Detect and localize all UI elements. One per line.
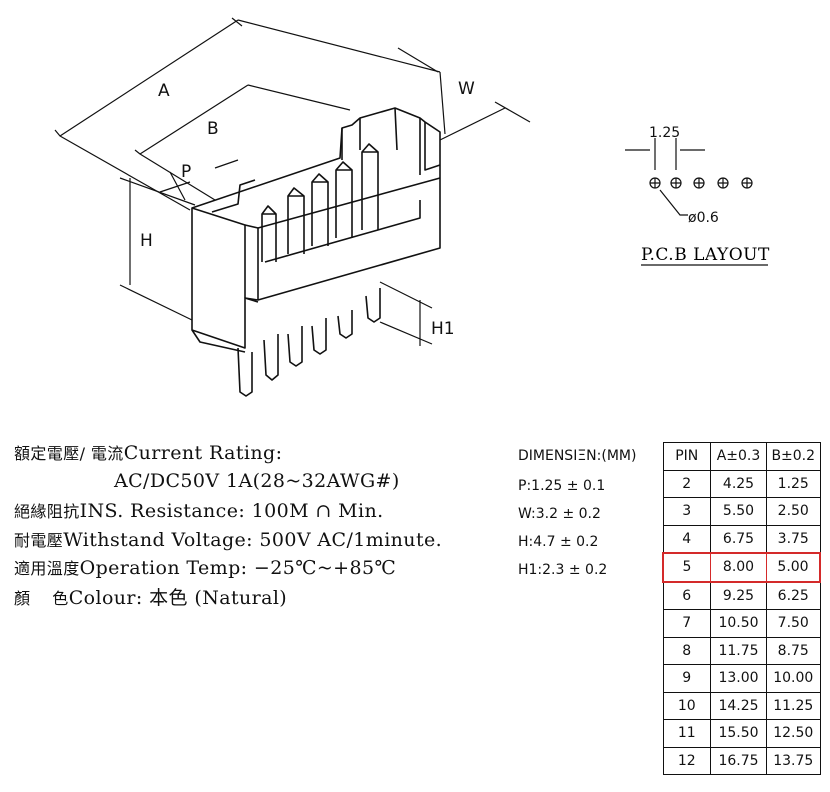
cell-pin: 8 [662, 636, 711, 665]
dim-label-h: H [140, 231, 153, 251]
pcb-holes [649, 177, 753, 189]
cell-b: 7.50 [766, 609, 821, 638]
dimension-item: H:4.7 ± 0.2 [518, 534, 599, 550]
cell-b: 3.75 [766, 524, 821, 554]
pcb-layout-title: P.C.B LAYOUT [641, 245, 770, 265]
bottom-pins [237, 288, 381, 397]
cell-a: 10.50 [710, 609, 767, 638]
cell-a: 14.25 [710, 691, 767, 720]
header-b: B±0.2 [766, 442, 821, 471]
table-header-row: PIN A±0.3 B±0.2 [662, 442, 821, 471]
cell-b: 5.00 [766, 552, 821, 583]
cell-b: 2.50 [766, 497, 821, 526]
dimension-item: P:1.25 ± 0.1 [518, 478, 606, 494]
spec-current-rating: 額定電壓/ 電流Current Rating: [14, 442, 283, 464]
dimension-item: H1:2.3 ± 0.2 [518, 562, 608, 578]
cell-a: 13.00 [710, 664, 767, 693]
cell-pin: 11 [662, 719, 711, 748]
cell-a: 15.50 [710, 719, 767, 748]
connector-drawing: A B P W H H1 1.25 ø0.6 P.C.B LAYOUT [54, 17, 770, 397]
cell-pin: 3 [662, 497, 711, 526]
cell-b: 6.25 [766, 581, 821, 610]
dimension-lines [54, 17, 531, 346]
top-pins [261, 143, 379, 262]
spec-colour: 顏 色Colour: 本色 (Natural) [14, 587, 288, 609]
cell-b: 8.75 [766, 636, 821, 665]
cell-b: 1.25 [766, 469, 821, 498]
cell-pin: 4 [662, 524, 711, 554]
pcb-hole-label: ø0.6 [688, 210, 719, 226]
spec-voltage-current: AC/DC50V 1A(28~32AWG#) [114, 470, 400, 492]
dim-label-p: P [181, 162, 191, 182]
dimension-item: W:3.2 ± 0.2 [518, 506, 601, 522]
dim-label-w: W [458, 79, 475, 99]
cell-pin: 6 [662, 581, 711, 610]
pcb-pitch-label: 1.25 [649, 125, 680, 141]
cell-pin: 12 [662, 746, 711, 775]
cell-b: 10.00 [766, 664, 821, 693]
cell-pin: 10 [662, 691, 711, 720]
spec-withstand-voltage: 耐電壓Withstand Voltage: 500V AC/1minute. [14, 529, 443, 551]
pcb-layout [625, 138, 768, 266]
cell-a: 8.00 [710, 552, 767, 583]
cell-b: 11.25 [766, 691, 821, 720]
header-a: A±0.3 [710, 442, 767, 471]
cell-a: 4.25 [710, 469, 767, 498]
dim-label-h1: H1 [431, 319, 455, 339]
cell-a: 5.50 [710, 497, 767, 526]
cell-pin: 5 [662, 552, 711, 583]
spec-insulation-resistance: 絕緣阻抗INS. Resistance: 100M ∩ Min. [14, 500, 384, 522]
cell-b: 13.75 [766, 746, 821, 775]
dim-label-a: A [158, 81, 170, 101]
cell-pin: 9 [662, 664, 711, 693]
housing-outline [191, 107, 441, 349]
cell-a: 6.75 [710, 524, 767, 554]
dim-label-b: B [207, 119, 219, 139]
header-pin: PIN [662, 442, 711, 471]
cell-pin: 2 [662, 469, 711, 498]
dimension-title: DIMENSIΞN:(MM) [518, 448, 637, 464]
spec-operation-temp: 適用溫度Operation Temp: −25℃~+85℃ [14, 557, 397, 579]
cell-b: 12.50 [766, 719, 821, 748]
cell-a: 16.75 [710, 746, 767, 775]
cell-a: 9.25 [710, 581, 767, 610]
cell-pin: 7 [662, 609, 711, 638]
cell-a: 11.75 [710, 636, 767, 665]
